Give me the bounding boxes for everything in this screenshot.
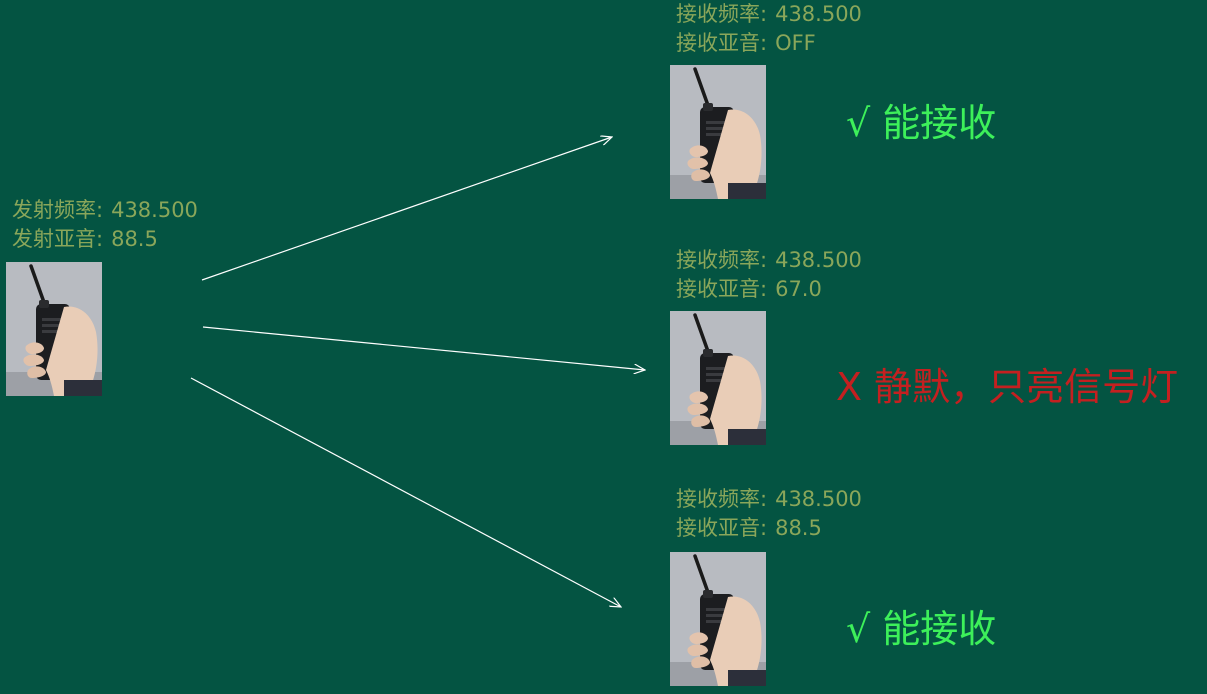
arrow-to-receiver-1: [201, 137, 612, 281]
receiver-1-walkie-talkie-photo: [670, 65, 766, 199]
receiver-2-tone-value: 67.0: [775, 277, 822, 301]
receiver-3-freq-row: 接收频率: 438.500: [676, 485, 862, 514]
receiver-3-freq-label: 接收频率:: [676, 487, 768, 511]
receiver-1-freq-row: 接收频率: 438.500: [676, 0, 862, 29]
receiver-2-freq-value: 438.500: [775, 248, 862, 272]
transmitter-freq-label: 发射频率:: [12, 198, 104, 222]
transmitter-label: 发射频率: 438.500 发射亚音: 88.5: [12, 196, 198, 254]
transmitter-tone-label: 发射亚音:: [12, 227, 104, 251]
receiver-2-label: 接收频率: 438.500 接收亚音: 67.0: [676, 246, 862, 304]
receiver-3-freq-value: 438.500: [775, 487, 862, 511]
receiver-1-label: 接收频率: 438.500 接收亚音: OFF: [676, 0, 862, 58]
walkie-talkie-icon: [670, 552, 766, 686]
receiver-1-freq-value: 438.500: [775, 2, 862, 26]
receiver-2-tone-label: 接收亚音:: [676, 277, 768, 301]
receiver-1-tone-label: 接收亚音:: [676, 31, 768, 55]
receiver-2-walkie-talkie-photo: [670, 311, 766, 445]
receiver-3-tone-value: 88.5: [775, 516, 822, 540]
receiver-1-tone-row: 接收亚音: OFF: [676, 29, 862, 58]
receiver-2-tone-row: 接收亚音: 67.0: [676, 275, 862, 304]
transmitter-walkie-talkie-photo: [6, 262, 102, 396]
receiver-3-tone-label: 接收亚音:: [676, 516, 768, 540]
transmitter-freq-row: 发射频率: 438.500: [12, 196, 198, 225]
receiver-3-label: 接收频率: 438.500 接收亚音: 88.5: [676, 485, 862, 543]
receiver-2-freq-row: 接收频率: 438.500: [676, 246, 862, 275]
walkie-talkie-icon: [6, 262, 102, 396]
receiver-3-tone-row: 接收亚音: 88.5: [676, 514, 862, 543]
receiver-1-freq-label: 接收频率:: [676, 2, 768, 26]
receiver-2-result: X 静默，只亮信号灯: [836, 365, 1179, 409]
receiver-1-tone-value: OFF: [775, 31, 816, 55]
transmitter-tone-row: 发射亚音: 88.5: [12, 225, 198, 254]
arrow-to-receiver-3: [190, 377, 621, 607]
arrow-to-receiver-2: [202, 326, 645, 370]
transmitter-tone-value: 88.5: [111, 227, 158, 251]
receiver-3-result: √ 能接收: [846, 607, 997, 651]
receiver-1-result: √ 能接收: [846, 101, 997, 145]
transmitter-freq-value: 438.500: [111, 198, 198, 222]
walkie-talkie-icon: [670, 311, 766, 445]
receiver-2-freq-label: 接收频率:: [676, 248, 768, 272]
walkie-talkie-icon: [670, 65, 766, 199]
receiver-3-walkie-talkie-photo: [670, 552, 766, 686]
